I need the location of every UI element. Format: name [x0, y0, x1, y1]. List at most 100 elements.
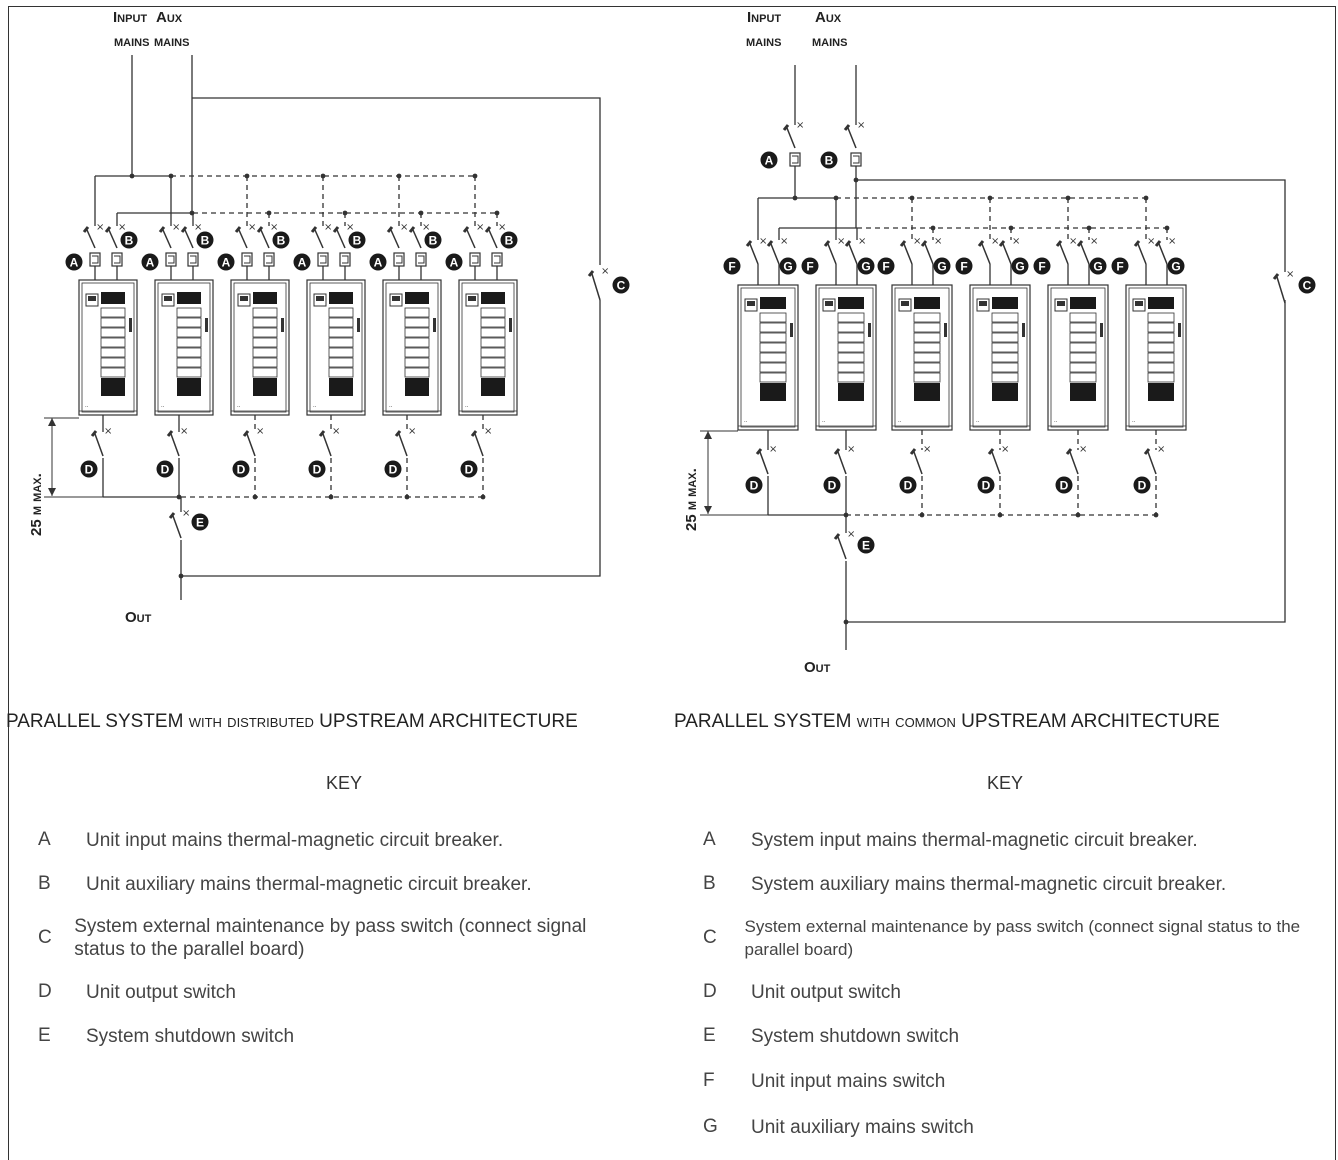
key-letter: A [703, 829, 716, 850]
door-handle [129, 318, 132, 332]
switch-handle [470, 430, 478, 437]
cabinet-mark: .. [161, 403, 165, 409]
rack-slot [176, 317, 202, 328]
rack-slot [759, 362, 787, 373]
badge-g: G [1093, 260, 1102, 274]
badge-a-circle [445, 253, 463, 271]
left-aux-mains-label: mains [154, 33, 189, 50]
switch-blade [913, 451, 923, 475]
top-vent [1148, 297, 1174, 309]
rack-slot [176, 327, 202, 338]
rack-slot [759, 352, 787, 363]
badge-d-circle [977, 476, 995, 494]
cabinet-inner [972, 287, 1028, 428]
rack-slot [404, 307, 430, 318]
cabinet-mark: .. [744, 418, 748, 424]
badge-g-circle [933, 257, 951, 275]
right-aux-label: Aux [815, 9, 842, 26]
switch-blade [238, 229, 248, 249]
door-handle [509, 318, 512, 332]
door-handle [868, 323, 871, 337]
badge-d: D [465, 463, 474, 477]
rack-slot [837, 322, 865, 333]
switch-handle [256, 226, 264, 233]
top-vent [914, 297, 940, 309]
distributed-architecture-diagram: ××AB..×D××AB..×D××AB..×D××AB..×D××AB..×D… [44, 55, 630, 600]
switch-handle [920, 240, 928, 247]
cabinet-inner [740, 287, 796, 428]
rack-slot [837, 362, 865, 373]
door-handle [281, 318, 284, 332]
battery-block [1070, 383, 1096, 401]
rack-slot [837, 352, 865, 363]
arrow-head [704, 431, 712, 439]
switch-x: × [498, 222, 506, 233]
left-input-mains-label: mains [114, 33, 149, 50]
left-input-label: Input [113, 9, 147, 26]
rack-slot [176, 337, 202, 348]
rack-slot [991, 342, 1019, 353]
switch-handle [977, 240, 985, 247]
junction-dot [342, 210, 348, 216]
badge-c-circle [1298, 276, 1316, 294]
badge-b: B [201, 234, 210, 248]
junction-dot [178, 573, 184, 579]
switch-handle [104, 226, 112, 233]
rack-slot [328, 357, 354, 368]
rack-slot [252, 327, 278, 338]
key-description: Unit output switch [751, 981, 901, 1003]
rack-slot [404, 317, 430, 328]
switch-x: × [1157, 444, 1165, 455]
junction-dot [1008, 225, 1014, 231]
switch-blade [837, 536, 847, 560]
key-letter: F [703, 1070, 715, 1091]
rack-slot [991, 362, 1019, 373]
breaker-glyph [342, 255, 349, 264]
cabinet-inner [81, 282, 135, 413]
breaker-glyph [792, 155, 799, 164]
badge-a: A [146, 256, 155, 270]
key-letter: B [38, 873, 51, 894]
cabinet-mark: .. [85, 403, 89, 409]
switch-handle [484, 226, 492, 233]
door-handle [433, 318, 436, 332]
rack-slot [328, 337, 354, 348]
switch-handle [587, 270, 595, 277]
ups-cabinet: .. [891, 284, 953, 431]
badge-d-circle [899, 476, 917, 494]
switch-x: × [847, 529, 855, 540]
rack-slot [252, 357, 278, 368]
badge-e: E [862, 539, 870, 553]
switch-blade [786, 127, 796, 149]
junction-dot [930, 225, 936, 231]
switch-blade [827, 243, 837, 265]
switch-blade [474, 433, 484, 457]
switch-blade [466, 229, 476, 249]
rack-slot [1069, 332, 1097, 343]
switch-blade [759, 451, 769, 475]
badge-e-circle [857, 536, 875, 554]
badge-a: A [70, 256, 79, 270]
switch-x: × [248, 222, 256, 233]
badge-d-circle [745, 476, 763, 494]
key-letter: E [38, 1025, 51, 1046]
switch-handle [843, 124, 851, 131]
rack-slot [480, 337, 506, 348]
cabinet-inner [461, 282, 515, 413]
badge-g: G [1015, 260, 1024, 274]
badge-f: F [960, 260, 967, 274]
rack-slot [913, 342, 941, 353]
breaker-glyph [320, 255, 327, 264]
rack-slot [991, 322, 1019, 333]
switch-x: × [837, 236, 845, 247]
junction-dot [189, 210, 195, 216]
switch-blade [981, 243, 991, 265]
switch-x: × [182, 508, 190, 519]
display-screen [316, 296, 324, 301]
